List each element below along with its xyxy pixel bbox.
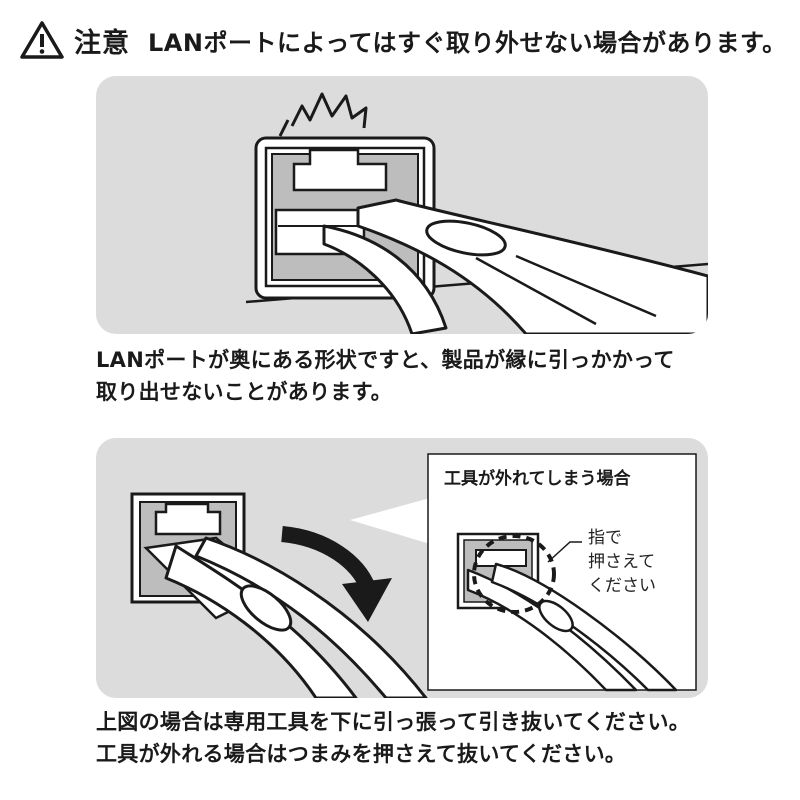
caution-label: 注意	[74, 27, 130, 59]
inset-note: 指で 押さえて ください	[588, 526, 656, 598]
inset-title: 工具が外れてしまう場合	[444, 469, 631, 489]
stuck-connector-drawing	[245, 92, 708, 334]
illustration-pull-down: 工具が外れてしまう場合 指で 押さえて ください	[96, 438, 708, 698]
inset-note-line: 押さえて	[588, 552, 656, 572]
caption-line: 工具が外れる場合はつまみを押さえて抜いてください。	[96, 742, 627, 766]
press-here-dashed-circle	[472, 534, 556, 614]
caption-line: 上図の場合は専用工具を下に引っ張って引き抜いてください。	[96, 710, 691, 734]
caution-text: LANポートによってはすぐ取り外せない場合があります。	[148, 28, 787, 57]
caption-line: 取り出せないことがあります。	[96, 380, 393, 404]
caption-pull: 上図の場合は専用工具を下に引っ張って引き抜いてください。 工具が外れる場合はつま…	[96, 706, 690, 770]
warning-header: 注意 LANポートによってはすぐ取り外せない場合があります。	[20, 18, 787, 62]
warning-icon	[20, 21, 64, 59]
impact-burst-icon	[278, 92, 368, 137]
pull-down-drawing	[130, 453, 697, 698]
inset-note-line: ください	[588, 576, 656, 596]
curved-arrow-down-icon	[281, 526, 392, 622]
inset-note-line: 指で	[588, 528, 622, 548]
caption-stuck: LANポートが奥にある形状ですと、製品が縁に引っかかって 取り出せないことがあり…	[96, 344, 675, 408]
caption-line: LANポートが奥にある形状ですと、製品が縁に引っかかって	[96, 348, 675, 372]
illustration-stuck-connector	[96, 76, 708, 334]
